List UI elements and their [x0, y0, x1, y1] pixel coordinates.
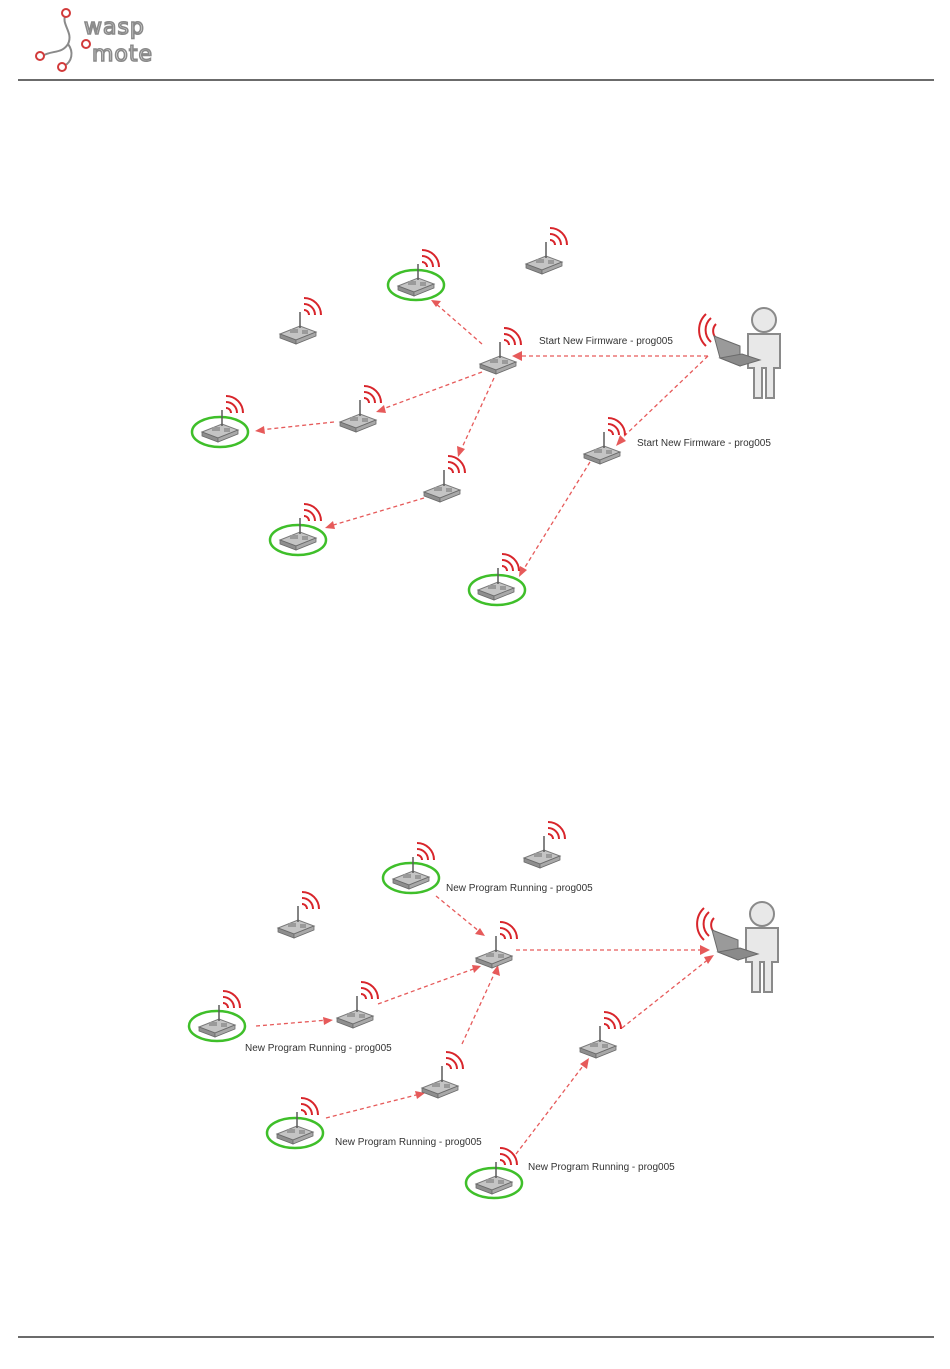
wireless-nodes	[202, 228, 625, 600]
signal-waves-icon	[301, 1098, 318, 1115]
wireless-node-icon	[476, 922, 517, 968]
signal-waves-icon	[548, 822, 565, 839]
wireless-node-icon	[340, 386, 381, 432]
header-rule	[18, 79, 934, 81]
wireless-node-icon	[526, 228, 567, 274]
signal-waves-icon	[223, 991, 240, 1008]
green-rings	[192, 270, 525, 605]
signal-waves-icon	[608, 418, 625, 435]
wireless-node-icon	[337, 982, 378, 1028]
wireless-node-icon	[524, 822, 565, 868]
diagram2-label-2: New Program Running - prog005	[245, 1043, 392, 1054]
diagram-program-running: New Program Running - prog005 New Progra…	[0, 800, 950, 1220]
signal-waves-icon	[604, 1012, 621, 1029]
wireless-node-icon	[580, 1012, 621, 1058]
arrowheads	[323, 928, 714, 1099]
signal-waves-icon	[504, 328, 521, 345]
wireless-node-icon	[280, 298, 321, 344]
signal-waves-icon	[500, 1148, 517, 1165]
signal-waves-icon	[446, 1052, 463, 1069]
signal-waves-icon	[302, 892, 319, 909]
signal-waves-icon	[304, 298, 321, 315]
logo-text-bottom: mote	[92, 42, 153, 67]
diagram-start-firmware: Start New Firmware - prog005 Start New F…	[0, 200, 950, 620]
wireless-node-icon	[480, 328, 521, 374]
signal-waves-icon	[417, 843, 434, 860]
diagram2-label-1: New Program Running - prog005	[446, 883, 593, 894]
signal-waves-icon	[364, 386, 381, 403]
signal-waves-icon	[500, 922, 517, 939]
signal-waves-icon	[550, 228, 567, 245]
wireless-node-icon	[278, 892, 319, 938]
diagram1-label-2: Start New Firmware - prog005	[637, 438, 771, 449]
signal-waves-icon	[422, 250, 439, 267]
waspmote-logo-icon: wasp mote	[28, 6, 178, 74]
diagram2-label-4: New Program Running - prog005	[528, 1162, 675, 1173]
logo-text-top: wasp	[84, 15, 145, 40]
signal-waves-icon	[304, 504, 321, 521]
user-with-laptop-icon	[699, 308, 780, 398]
diagram2-label-3: New Program Running - prog005	[335, 1137, 482, 1148]
wireless-node-icon	[422, 1052, 463, 1098]
signal-waves-icon	[226, 396, 243, 413]
signal-waves-icon	[361, 982, 378, 999]
signal-waves-icon	[448, 456, 465, 473]
user-with-laptop-icon	[697, 902, 778, 992]
signal-waves-icon	[502, 554, 519, 571]
footer-rule	[18, 1336, 934, 1338]
diagram1-label-1: Start New Firmware - prog005	[539, 336, 673, 347]
wireless-node-icon	[424, 456, 465, 502]
